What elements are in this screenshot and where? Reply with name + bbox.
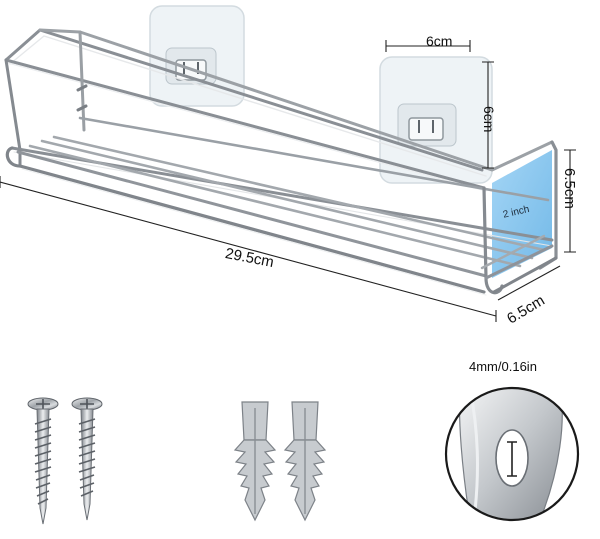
dimension-lines: [0, 40, 576, 322]
wire-spice-rack-icon: [4, 28, 558, 296]
wall-anchor-icon: [233, 401, 327, 522]
rack-height-label: 6.5cm: [561, 168, 578, 209]
hook-width-label: 6cm: [426, 33, 453, 49]
wood-screw-icon: [27, 397, 103, 525]
hook-height-label: 6cm: [481, 106, 497, 133]
screw-hole-size-label: 4mm/0.16in: [469, 359, 537, 374]
screw-hole-closeup-icon: [444, 386, 580, 522]
side-panel: [492, 150, 552, 278]
